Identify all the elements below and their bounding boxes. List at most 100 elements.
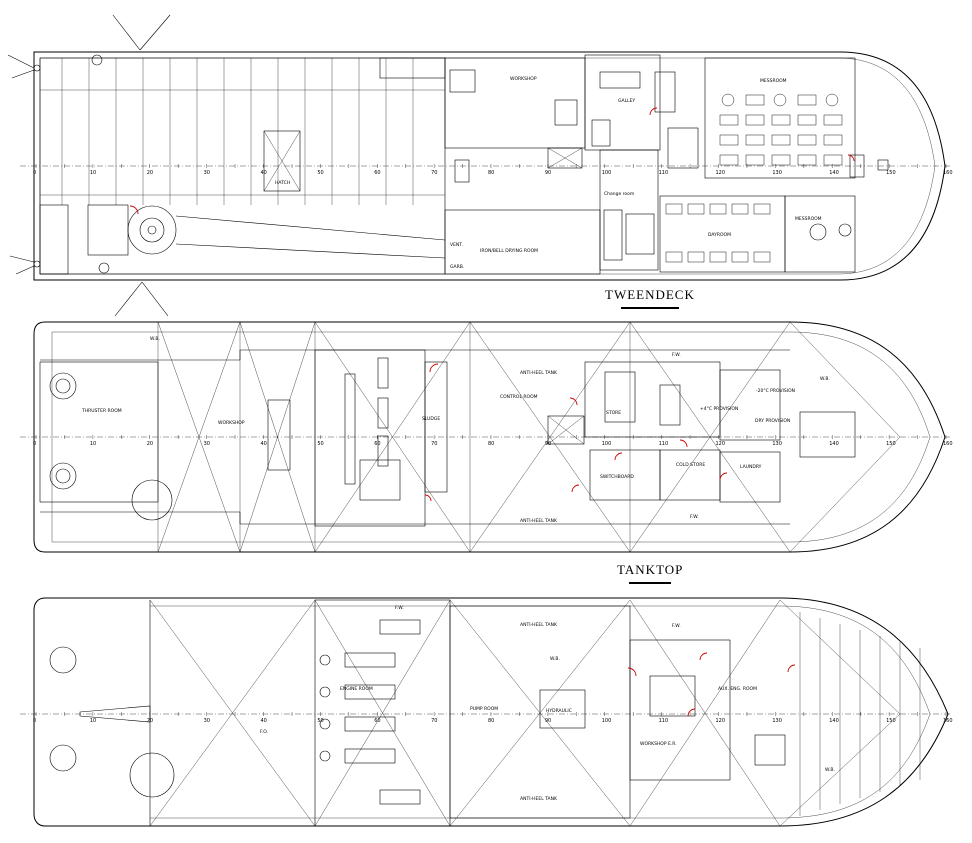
laundry-label: LAUNDRY [740,464,762,470]
aux-engine-room-label: AUX. ENG. ROOM [718,686,757,692]
frame-tick-label: 20 [147,170,153,176]
frame-tick-label: 130 [772,718,782,724]
engine-flywheel [319,654,331,666]
frame-tick-label: 120 [716,441,726,447]
frame-tick-label: 160 [943,170,953,176]
engine [344,748,396,764]
winch-drum [127,205,177,255]
frame-tick-label: 0 [33,441,36,447]
chair [665,203,683,215]
frame-tick-label: 50 [317,718,323,724]
frame-tick-label: 100 [602,441,612,447]
table [771,114,791,126]
svg-text:W.B.: W.B. [150,336,160,342]
table [719,114,739,126]
frame-tick-label: 120 [716,718,726,724]
frame-tick-label: 100 [602,718,612,724]
frame-tick-label: 150 [886,441,896,447]
svg-text:COLD STORE: COLD STORE [676,462,705,468]
chair [709,251,727,263]
engine [344,716,396,732]
hatch-label: HATCH [275,180,290,186]
frame-tick-label: 110 [659,441,669,447]
frame-tick-label: 120 [716,170,726,176]
chair [687,251,705,263]
tweendeck-title: TWEENDECK [605,287,695,309]
frame-tick-label: 160 [943,441,953,447]
engine-flywheel [319,686,331,698]
table [771,134,791,146]
svg-text:VENT.: VENT. [450,242,463,248]
frame-diagonal [779,713,901,827]
hatch-box [263,130,301,192]
svg-text:W.B.: W.B. [825,767,835,773]
lower-plan: ENGINE ROOM ANTI-HEEL TANK ANTI-HEEL TAN… [33,597,949,827]
svg-text:ANTI-HEEL TANK: ANTI-HEEL TANK [520,370,558,376]
frame-tick-label: 80 [488,170,494,176]
tweendeck-workshop-label: WORKSHOP [510,76,537,82]
frame-tick-label: 70 [431,441,437,447]
galley-label: GALLEY [618,98,635,104]
frame-tick-label: 90 [545,170,551,176]
main-engines [319,652,396,764]
svg-text:ANTI-HEEL TANK: ANTI-HEEL TANK [520,622,558,628]
frame-tick-label: 140 [829,170,839,176]
frame-diagonal [779,599,901,715]
svg-text:+4°C PROVISION: +4°C PROVISION [700,406,738,412]
frame-tick-label: 50 [317,170,323,176]
frame-tick-label: 160 [943,718,953,724]
frame-tick-label: 90 [545,441,551,447]
chair [731,251,749,263]
centerlines: 0 10 20 30 40 50 60 70 80 90 100 110 120 130 140 150 160… [20,164,953,724]
lower-hull [33,597,949,827]
lower-frame-diagonals [149,599,921,827]
frame-tick-label: 40 [261,718,267,724]
table [797,94,817,106]
tanktop-title: TANKTOP [617,562,684,584]
frame-tick-label: 0 [33,718,36,724]
frame-diagonal [789,321,901,438]
change-room-label: Change room [604,191,634,197]
svg-text:MESSROOM: MESSROOM [795,216,822,222]
frame-tick-label: 30 [204,718,210,724]
frame-diagonal [629,599,781,827]
table [719,134,739,146]
svg-text:-20°C PROVISION: -20°C PROVISION [756,388,795,394]
chair [731,203,749,215]
engine-flywheel [319,750,331,762]
svg-text:F.W.: F.W. [690,514,699,520]
svg-text:STORE: STORE [606,410,621,416]
frame-diagonal [314,321,471,553]
table [823,154,843,166]
cyclone-room-label: CONTROL ROOM [500,394,538,400]
svg-text:ANTI-HEEL TANK: ANTI-HEEL TANK [520,796,558,802]
tanktop-plan: THRUSTER ROOM WORKSHOP ANTI-HEEL TANK AN… [33,321,946,553]
svg-text:F.W.: F.W. [395,605,404,611]
frame-tick-label: 110 [659,170,669,176]
messroom-label: MESSROOM [760,78,787,84]
frame-tick-label: 100 [602,170,612,176]
tweendeck-hull [33,51,946,281]
drying-room-label: IRON/BELL DRYING ROOM [480,248,538,254]
round-table [773,93,787,107]
table [719,154,739,166]
dayroom-furniture [665,203,771,263]
tanktop-hull [33,321,946,553]
engine [344,652,396,668]
table [745,94,765,106]
frame-diagonal [314,599,451,827]
frame-tick-label: 10 [90,718,96,724]
chair [753,203,771,215]
frame-tick-label: 60 [374,170,380,176]
table [745,114,765,126]
svg-text:ANTI-HEEL TANK: ANTI-HEEL TANK [520,518,558,524]
svg-text:F.W.: F.W. [672,623,681,629]
frame-tick-label: 20 [147,441,153,447]
table [797,154,817,166]
frame-diagonal [149,599,316,827]
frame-tick-label: 130 [772,441,782,447]
hatch-panels [40,58,445,205]
svg-text:HYDRAULIC: HYDRAULIC [546,708,572,714]
